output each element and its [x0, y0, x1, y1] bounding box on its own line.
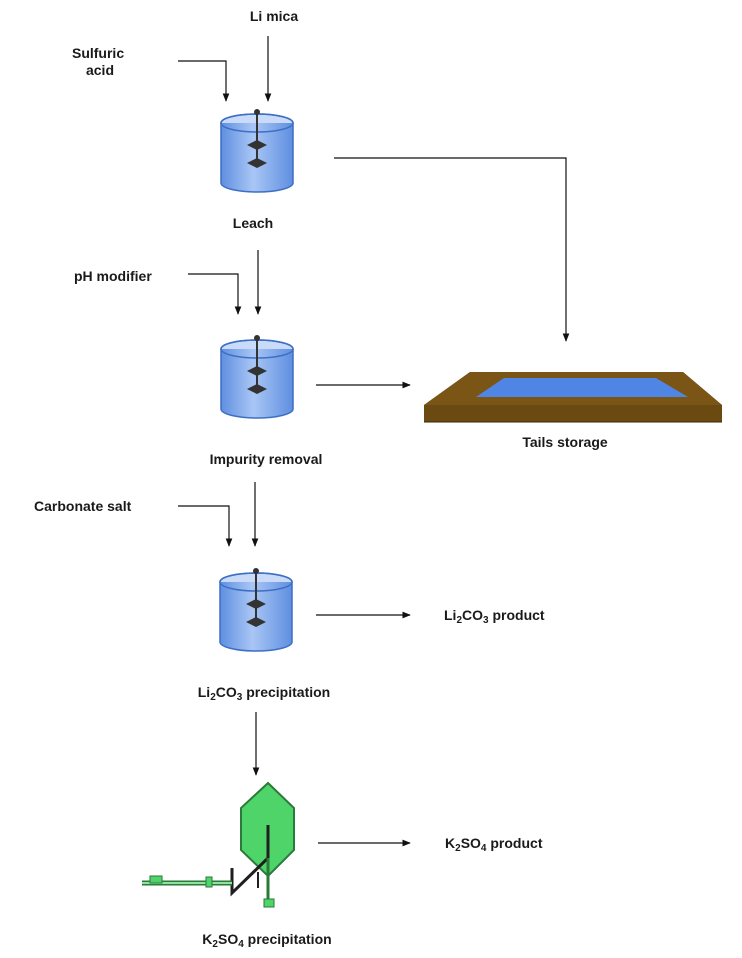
k2so4-prod-prefix: K	[445, 835, 455, 851]
sulfuric-acid-line-2: acid	[86, 62, 114, 78]
li2co3-prod-sub2: 3	[483, 615, 489, 626]
li2co3-prec-suffix: precipitation	[242, 684, 330, 700]
tails-storage-pond	[424, 372, 722, 423]
li-mica-label: Li mica	[250, 8, 298, 24]
k2so4-product-label: K2SO4 product	[445, 835, 543, 854]
k2so4-prod-sub2: 4	[481, 843, 487, 854]
li2co3-prod-sub1: 2	[456, 615, 462, 626]
k2so4-prec-sub1: 2	[212, 939, 218, 950]
leach-tank	[220, 108, 294, 193]
k2so4-precipitation-label: K2SO4 precipitation	[202, 931, 331, 950]
li2co3-prec-sub1: 2	[210, 692, 216, 703]
k2so4-prod-mid: SO	[461, 835, 481, 851]
li2co3-prod-prefix: Li	[444, 607, 456, 623]
k2so4-prec-sub2: 4	[238, 939, 244, 950]
arrow-carbonate-salt-to-li2co3	[178, 505, 233, 547]
arrow-ph-modifier-to-impurity	[188, 273, 242, 315]
impurity-removal-label: Impurity removal	[210, 451, 323, 467]
impurity-removal-tank	[220, 334, 294, 419]
carbonate-salt-label: Carbonate salt	[34, 498, 132, 514]
li2co3-prec-sub2: 3	[237, 692, 243, 703]
li2co3-prod-suffix: product	[489, 607, 545, 623]
arrow-leach-to-tails	[334, 157, 570, 342]
k2so4-prod-sub1: 2	[455, 843, 461, 854]
tails-storage-label: Tails storage	[522, 434, 608, 450]
arrow-sulfuric-acid-to-leach	[178, 60, 230, 102]
k2so4-prec-prefix: K	[202, 931, 212, 947]
k2so4-prod-suffix: product	[486, 835, 542, 851]
li2co3-product-label: Li2CO3 product	[444, 607, 545, 626]
li2co3-precipitation-tank	[219, 567, 293, 652]
li2co3-prec-prefix: Li	[198, 684, 210, 700]
k2so4-crystallizer	[142, 781, 295, 908]
ph-modifier-label: pH modifier	[74, 268, 152, 284]
li2co3-precipitation-label: Li2CO3 precipitation	[198, 684, 330, 703]
li2co3-prec-mid: CO	[216, 684, 237, 700]
k2so4-prec-mid: SO	[218, 931, 238, 947]
sulfuric-acid-label: Sulfuric acid	[72, 45, 128, 78]
sulfuric-acid-line-1: Sulfuric	[72, 45, 124, 61]
leach-label: Leach	[233, 215, 273, 231]
li2co3-prod-mid: CO	[462, 607, 483, 623]
k2so4-prec-suffix: precipitation	[244, 931, 332, 947]
